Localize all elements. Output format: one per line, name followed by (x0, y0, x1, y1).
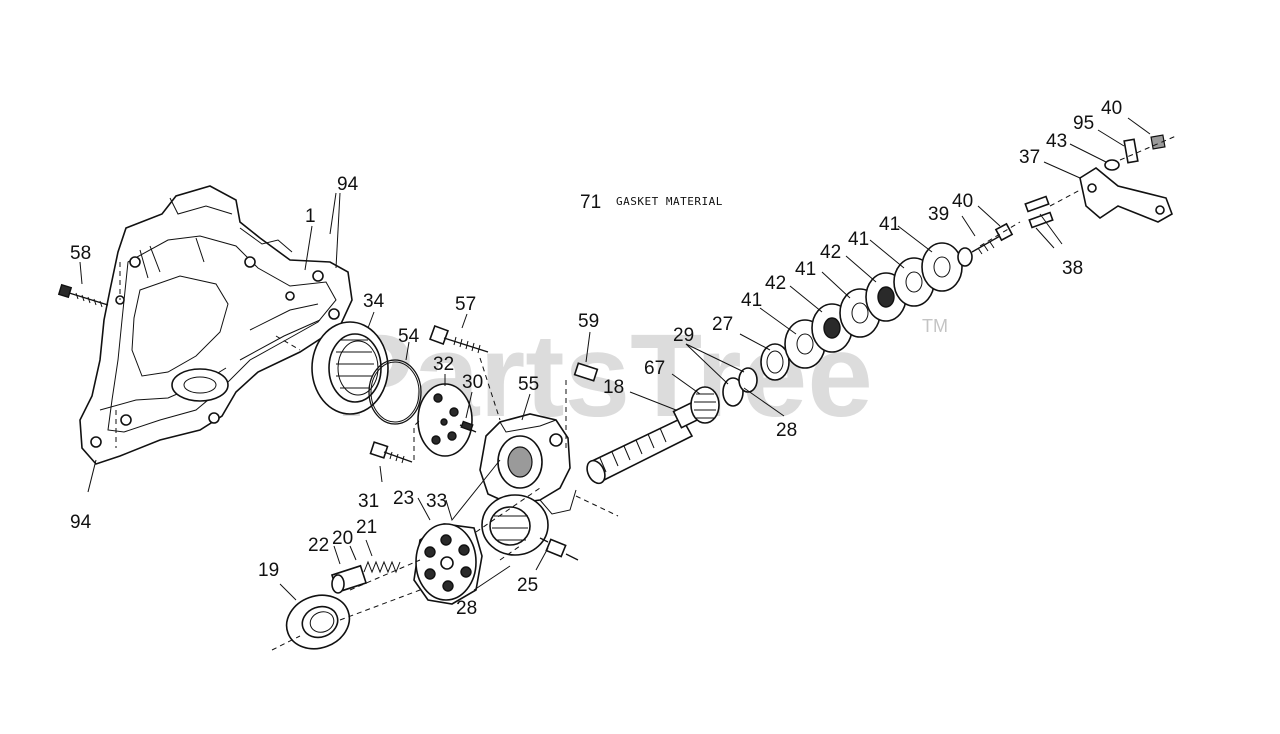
callout-38: 38 (1062, 258, 1083, 279)
callout-41: 41 (879, 214, 900, 235)
o-ring-part-54 (368, 359, 422, 425)
plate-part-32 (417, 383, 473, 457)
callout-40: 40 (1101, 98, 1122, 119)
callout-94: 94 (337, 174, 359, 195)
callout-33: 33 (426, 491, 447, 512)
callout-54: 54 (398, 326, 420, 347)
callouts: 94 1 58 34 54 57 32 30 59 55 18 67 29 27… (70, 98, 1122, 619)
callout-57: 57 (455, 294, 476, 315)
disc-part-41 (921, 242, 963, 292)
callout-43: 43 (1046, 131, 1067, 152)
callout-95: 95 (1073, 113, 1094, 134)
link-part-43 (1123, 138, 1139, 164)
callout-34: 34 (363, 291, 385, 312)
washer-part-39 (957, 247, 973, 267)
callout-20: 20 (332, 528, 353, 549)
piston-part-22 (330, 564, 368, 594)
callout-18: 18 (603, 377, 624, 398)
callout-59: 59 (578, 311, 599, 332)
ring-part-27 (760, 343, 790, 381)
callout-25: 25 (517, 575, 538, 596)
callout-21: 21 (356, 517, 377, 538)
callout-39: 39 (928, 204, 949, 225)
callout-32: 32 (433, 354, 454, 375)
gasket-note: 71 GASKET MATERIAL (580, 192, 723, 213)
callout-31: 31 (358, 491, 379, 512)
callout-28: 28 (776, 420, 797, 441)
callout-41: 41 (848, 229, 869, 250)
housing-part (79, 185, 353, 465)
gasket-note-text: GASKET MATERIAL (616, 195, 723, 208)
thrust-bearing-part-19 (285, 594, 351, 650)
spring-part-21 (363, 560, 401, 574)
pin-part-30 (459, 420, 477, 433)
cam-ring-part (481, 494, 549, 556)
shaft-part-18 (586, 397, 710, 485)
callout-55: 55 (518, 374, 539, 395)
callout-28: 28 (456, 598, 477, 619)
leader-lines (79, 117, 1177, 651)
callout-19: 19 (258, 560, 279, 581)
washer-part-95 (1104, 159, 1120, 171)
callout-30: 30 (462, 372, 483, 393)
callout-42: 42 (820, 242, 841, 263)
callout-27: 27 (712, 314, 733, 335)
bracket-part-37 (1079, 167, 1173, 223)
trademark-mark: TM (922, 316, 948, 336)
bolt-part-31 (369, 441, 413, 464)
bearing-part-67 (690, 386, 720, 424)
callout-41: 41 (741, 290, 762, 311)
seal-part-34 (311, 321, 389, 415)
callout-1: 1 (305, 206, 316, 227)
bolt-part-57 (429, 325, 489, 354)
pump-body-part-55 (479, 413, 577, 515)
cylinder-block-part-33 (413, 523, 483, 605)
disc-stack (784, 242, 963, 369)
callout-58: 58 (70, 243, 91, 264)
callout-41: 41 (795, 259, 816, 280)
plug-part-25 (539, 537, 579, 561)
callout-22: 22 (308, 535, 329, 556)
pin-part-38 (1024, 195, 1054, 229)
callout-67: 67 (644, 358, 665, 379)
callout-37: 37 (1019, 147, 1040, 168)
callout-23: 23 (393, 488, 414, 509)
pin-part-59 (573, 362, 599, 382)
bolt-part-58 (57, 283, 109, 308)
callout-94: 94 (70, 512, 92, 533)
callout-29: 29 (673, 325, 694, 346)
washer-part-29 (722, 367, 758, 407)
callout-40: 40 (952, 191, 973, 212)
gasket-note-number: 71 (580, 192, 601, 213)
callout-42: 42 (765, 273, 786, 294)
